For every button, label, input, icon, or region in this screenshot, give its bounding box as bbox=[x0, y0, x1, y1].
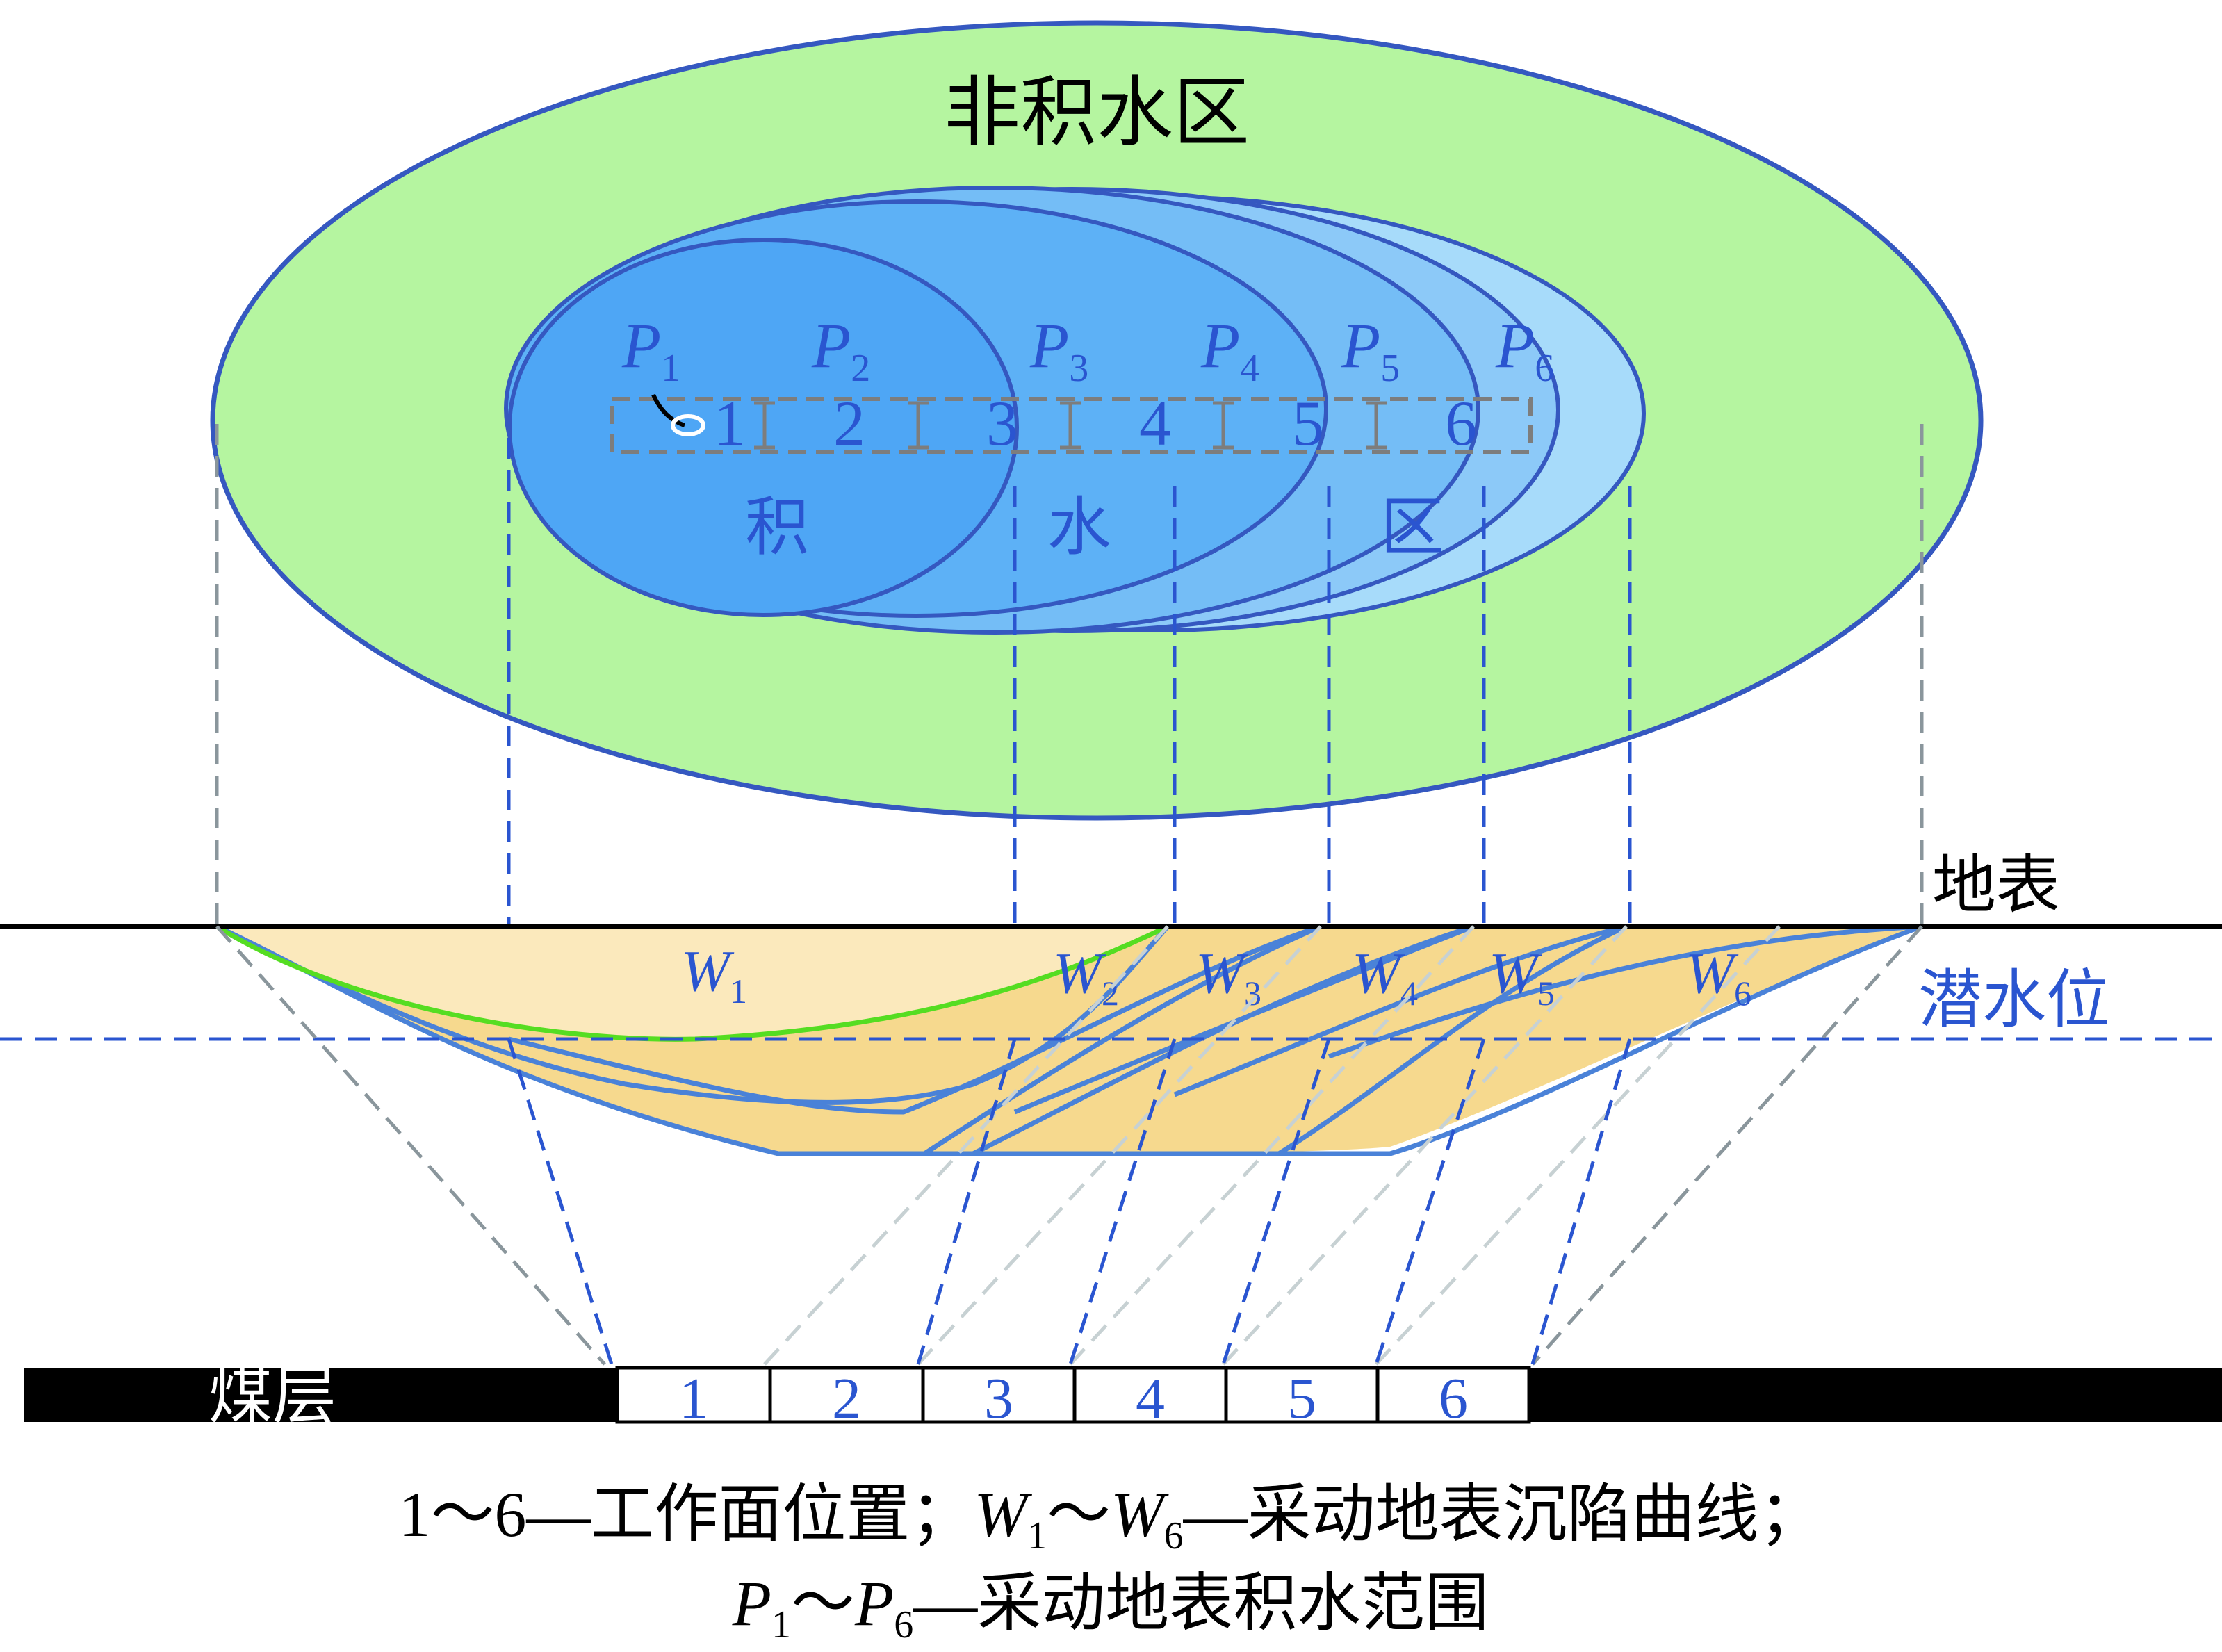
p-label-3: P3 bbox=[1029, 310, 1088, 390]
w-label-5: W5 bbox=[1489, 941, 1555, 1013]
non-ponding-zone-label: 非积水区 bbox=[944, 71, 1250, 156]
w-label-4: W4 bbox=[1352, 941, 1418, 1013]
subsidence-curves bbox=[215, 924, 1923, 1156]
blue-influence-lines bbox=[507, 1038, 1632, 1365]
subsidence-trough-light bbox=[217, 926, 1168, 1040]
p-label-2: P2 bbox=[811, 310, 870, 390]
working-face-panels bbox=[615, 1366, 1531, 1424]
light-gray-influence-lines bbox=[763, 925, 1781, 1366]
p-label-4: P4 bbox=[1200, 310, 1259, 390]
panel-number-1: 1 bbox=[679, 1366, 708, 1431]
plan-panel-number-2: 2 bbox=[833, 388, 865, 459]
panel-number-6: 6 bbox=[1439, 1366, 1468, 1431]
plan-panel-number-3: 3 bbox=[986, 388, 1018, 459]
p-label-6: P6 bbox=[1495, 310, 1554, 390]
plan-panel-number-5: 5 bbox=[1292, 388, 1324, 459]
subsidence-trough-fill bbox=[217, 926, 1922, 1155]
plan-panel-number-1: 1 bbox=[714, 388, 746, 459]
ponding-char-3: 区 bbox=[1380, 492, 1444, 563]
w-label-1: W1 bbox=[681, 939, 747, 1011]
panel-number-4: 4 bbox=[1136, 1366, 1165, 1431]
coal-seam-left bbox=[24, 1368, 617, 1422]
water-table-label: 潜水位 bbox=[1918, 965, 2110, 1036]
ponding-char-1: 积 bbox=[745, 492, 809, 563]
caption-line-2: P1～P6—采动地表积水范围 bbox=[732, 1568, 1489, 1646]
w-label-3: W3 bbox=[1195, 941, 1261, 1013]
gray-influence-lines bbox=[215, 925, 1923, 1366]
ponding-char-2: 水 bbox=[1047, 492, 1111, 563]
ground-surface-label: 地表 bbox=[1932, 850, 2060, 921]
w-label-6: W6 bbox=[1685, 941, 1751, 1013]
marker-icon bbox=[651, 393, 686, 427]
panel-plan-dividers bbox=[754, 401, 1387, 450]
panel-plan-outline bbox=[610, 397, 1533, 454]
p-label-1: P1 bbox=[621, 310, 680, 390]
coal-seam-right bbox=[1529, 1368, 2222, 1422]
caption-line-1: 1～6—工作面位置；W1～W6—采动地表沉陷曲线； bbox=[398, 1479, 1822, 1557]
plan-panel-number-4: 4 bbox=[1139, 388, 1171, 459]
panel-number-2: 2 bbox=[832, 1366, 861, 1431]
marker-circle-icon bbox=[671, 414, 705, 436]
panel-number-5: 5 bbox=[1287, 1366, 1316, 1431]
plan-panel-number-6: 6 bbox=[1445, 388, 1477, 459]
panel-number-3: 3 bbox=[984, 1366, 1013, 1431]
p-label-5: P5 bbox=[1341, 310, 1400, 390]
coal-seam-label: 煤层 bbox=[209, 1361, 336, 1432]
gray-projection-lines bbox=[215, 424, 1924, 926]
